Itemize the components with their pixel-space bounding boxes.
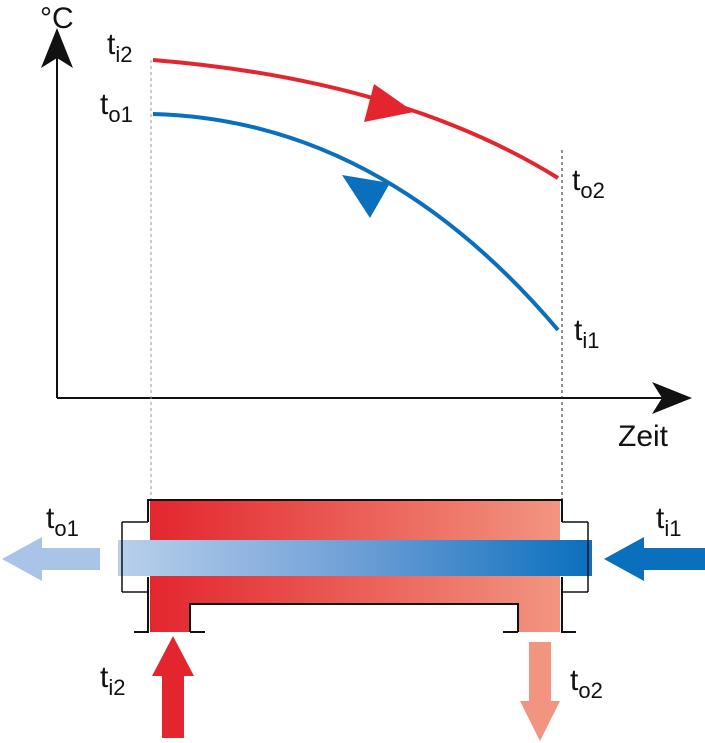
x-axis-label: Zeit: [618, 420, 669, 453]
schematic-label-cold-outlet: to1: [46, 502, 79, 541]
y-axis-label: °C: [40, 2, 74, 35]
shell-bottom-outline-right: [561, 577, 576, 633]
cold-outlet-arrow: [2, 537, 100, 581]
schematic-label-hot-outlet: to2: [570, 664, 603, 703]
chart-label-hot-inlet: ti2: [107, 28, 132, 67]
cold-stream-curve: [152, 112, 560, 332]
schematic-label-hot-inlet: ti2: [100, 661, 125, 700]
cold-tube: [118, 540, 592, 576]
hot-outlet-arrow: [520, 642, 560, 741]
hot-direction-arrow: [364, 84, 414, 122]
x-axis-arrow: [652, 382, 692, 414]
shell-bottom-outline-left: [134, 577, 149, 633]
chart-label-hot-outlet: to2: [572, 164, 605, 203]
cold-inlet-arrow: [604, 537, 705, 581]
y-axis-arrow: [41, 28, 73, 68]
shell-inner-outline: [189, 603, 519, 632]
shell-top-outline: [147, 499, 563, 522]
chart-label-cold-inlet: ti1: [574, 314, 599, 353]
heat-exchanger-schematic: to1 ti1 ti2 to2: [2, 499, 705, 741]
hot-inlet-arrow: [152, 636, 194, 738]
temperature-chart: °C Zeit ti2 to1 to2 ti1: [40, 2, 692, 500]
chart-label-cold-outlet: to1: [100, 88, 133, 127]
cold-direction-arrow: [342, 175, 390, 218]
schematic-label-cold-inlet: ti1: [656, 502, 681, 541]
